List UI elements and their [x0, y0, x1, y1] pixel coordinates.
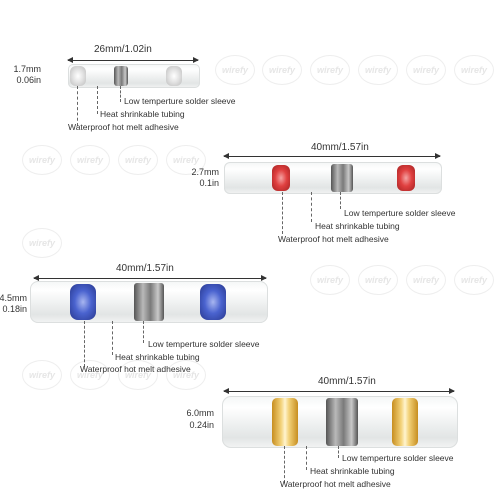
watermark-logo: wirefy [118, 360, 158, 390]
diameter-mm: 4.5mm [0, 293, 27, 303]
diameter-in: 0.24in [189, 420, 214, 430]
watermark-logo: wirefy [262, 55, 302, 85]
label-heat-shrink-tubing: Heat shrinkable tubing [115, 352, 200, 362]
length-label: 26mm/1.02in [94, 44, 152, 55]
leader-adhesive [284, 446, 285, 483]
watermark-logo: wirefy [406, 265, 446, 295]
solder-sleeve [326, 398, 358, 446]
label-hot-melt-adhesive: Waterproof hot melt adhesive [278, 234, 389, 244]
adhesive-ring-left [272, 398, 298, 446]
adhesive-ring-right [166, 66, 182, 86]
label-heat-shrink-tubing: Heat shrinkable tubing [315, 221, 400, 231]
label-heat-shrink-tubing: Heat shrinkable tubing [100, 109, 185, 119]
leader-adhesive [77, 86, 78, 126]
label-hot-melt-adhesive: Waterproof hot melt adhesive [280, 479, 391, 489]
leader-tubing [306, 446, 307, 470]
label-solder-sleeve: Low temperture solder sleeve [342, 453, 454, 463]
length-arrow [223, 153, 441, 159]
length-label: 40mm/1.57in [116, 263, 174, 274]
label-heat-shrink-tubing: Heat shrinkable tubing [310, 466, 395, 476]
watermark-logo: wirefy [22, 360, 62, 390]
solder-sleeve [331, 164, 353, 192]
diameter-in: 0.06in [16, 75, 41, 85]
label-solder-sleeve: Low temperture solder sleeve [148, 339, 260, 349]
diameter-mm: 1.7mm [13, 64, 41, 74]
watermark-logo: wirefy [166, 145, 206, 175]
watermark-logo: wirefy [310, 55, 350, 85]
label-solder-sleeve: Low temperture solder sleeve [344, 208, 456, 218]
diameter-in: 0.1in [199, 178, 219, 188]
length-arrow [223, 388, 455, 394]
leader-sleeve [340, 192, 341, 209]
solder-sleeve [114, 66, 128, 86]
solder-sleeve [134, 283, 164, 321]
length-arrow [33, 275, 267, 281]
watermark-logo: wirefy [70, 360, 110, 390]
adhesive-ring-right [200, 284, 226, 320]
leader-tubing [311, 192, 312, 222]
leader-adhesive [84, 321, 85, 367]
watermark-logo: wirefy [358, 265, 398, 295]
label-hot-melt-adhesive: Waterproof hot melt adhesive [80, 364, 191, 374]
watermark-logo: wirefy [118, 145, 158, 175]
label-hot-melt-adhesive: Waterproof hot melt adhesive [68, 122, 179, 132]
length-label: 40mm/1.57in [311, 142, 369, 153]
watermark-logo: wirefy [358, 55, 398, 85]
watermark-logo: wirefy [70, 145, 110, 175]
length-arrow [67, 57, 199, 63]
watermark-logo: wirefy [166, 360, 206, 390]
label-solder-sleeve: Low temperture solder sleeve [124, 96, 236, 106]
leader-sleeve [143, 321, 144, 343]
watermark-logo: wirefy [310, 265, 350, 295]
leader-sleeve [120, 86, 121, 102]
adhesive-ring-right [392, 398, 418, 446]
watermark-logo: wirefy [22, 145, 62, 175]
adhesive-ring-right [397, 165, 415, 191]
adhesive-ring-left [70, 66, 86, 86]
watermark-logo: wirefy [406, 55, 446, 85]
leader-tubing [112, 321, 113, 355]
watermark-logo: wirefy [22, 228, 62, 258]
watermark-logo: wirefy [454, 55, 494, 85]
adhesive-ring-left [272, 165, 290, 191]
leader-sleeve [338, 446, 339, 458]
length-label: 40mm/1.57in [318, 376, 376, 387]
leader-adhesive [282, 192, 283, 234]
leader-tubing [97, 86, 98, 114]
diameter-mm: 2.7mm [191, 167, 219, 177]
adhesive-ring-left [70, 284, 96, 320]
diameter-in: 0.18in [2, 304, 27, 314]
watermark-logo: wirefy [454, 265, 494, 295]
watermark-logo: wirefy [215, 55, 255, 85]
diameter-mm: 6.0mm [186, 408, 214, 418]
